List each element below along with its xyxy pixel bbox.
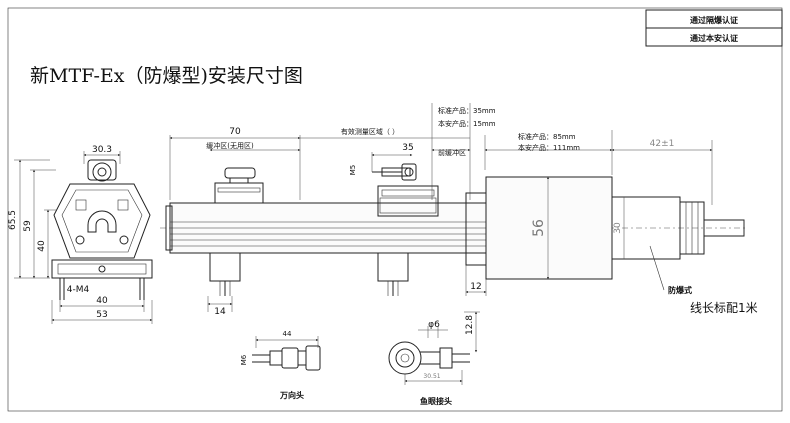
dim-42: 42±1 [650, 139, 675, 149]
certification-box: 通过隔爆认证 通过本安认证 [645, 9, 783, 47]
cable-length-note: 线长标配1米 [690, 301, 758, 315]
dim-height-59: 59 [23, 220, 33, 232]
intrinsic-product-111: 本安产品：111mm [518, 143, 580, 152]
rod-end-label: 鱼眼接头 [420, 396, 452, 406]
rod-end-view: φ6 12.8 30.51 鱼眼接头 [388, 311, 480, 406]
drawing-frame [7, 7, 783, 412]
universal-joint-view: 44 M6 万向头 [240, 330, 321, 400]
dim-12: 12 [470, 282, 481, 292]
dim-length-70: 70 [229, 127, 241, 137]
dim-width-40: 40 [96, 296, 108, 306]
dim-height-total: 65.5 [8, 210, 18, 230]
side-view: 70 有效测量区域（ ） 缓冲区(无用区) 标准产品：35mm 本安产品：15m… [160, 103, 758, 317]
standard-product-35: 标准产品：35mm [438, 106, 496, 115]
standard-product-85: 标准产品：85mm [518, 132, 576, 141]
universal-joint-label: 万向头 [279, 390, 304, 400]
dim-14: 14 [214, 307, 226, 317]
buffer-zone-right: 前缓冲区 [438, 148, 466, 157]
dim-30-51: 30.51 [423, 373, 440, 380]
dim-height-40: 40 [37, 240, 47, 252]
thread-m5: M5 [349, 165, 357, 176]
buffer-zone-left: 缓冲区(无用区) [206, 141, 254, 150]
intrinsic-product-15: 本安产品：15mm [438, 119, 496, 128]
dim-12-8: 12.8 [465, 315, 475, 335]
dim-35: 35 [402, 143, 413, 153]
dim-30: 30 [613, 222, 623, 234]
dim-width-top: 30.3 [92, 145, 112, 155]
dim-44: 44 [283, 330, 292, 338]
dia-56: 56 [531, 219, 547, 237]
cert-intrinsic-safe: 通过本安认证 [690, 33, 738, 43]
cert-explosion-proof: 通过隔爆认证 [690, 15, 738, 25]
screw-spec: 4-M4 [67, 285, 90, 295]
thread-m6: M6 [240, 354, 248, 365]
explosion-proof-label: 防爆式 [668, 285, 692, 295]
dia-6: φ6 [428, 320, 440, 330]
drawing-title: 新MTF-Ex（防爆型)安装尺寸图 [30, 65, 303, 87]
dim-width-53: 53 [96, 310, 107, 320]
measure-zone-label: 有效测量区域（ ） [341, 127, 399, 136]
end-view: 30.3 65.5 59 40 4-M4 [8, 145, 153, 324]
